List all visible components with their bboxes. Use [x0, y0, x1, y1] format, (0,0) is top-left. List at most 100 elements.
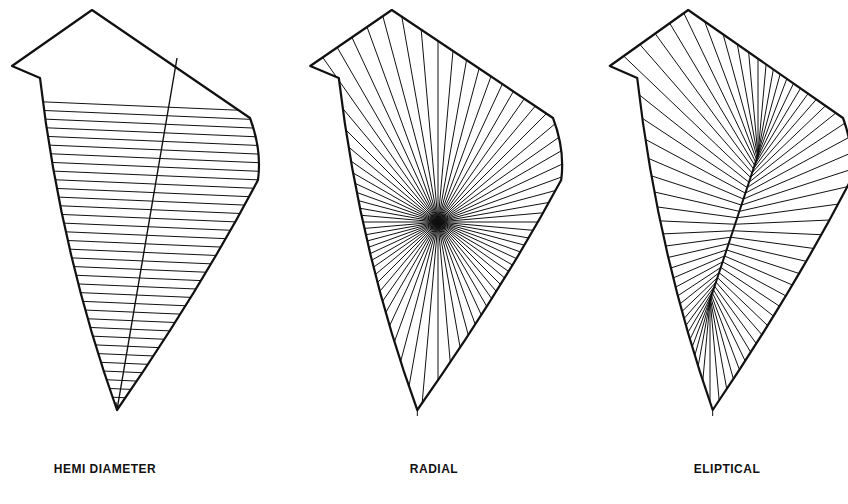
pattern-stroke [333, 231, 733, 249]
pattern-stroke [0, 349, 280, 361]
pattern-stroke [745, 4, 848, 194]
pattern-stroke [40, 187, 438, 222]
pattern-stroke [549, 0, 754, 165]
pattern-stroke [0, 315, 280, 327]
radial-figure [38, 0, 838, 504]
pattern-stroke [0, 229, 280, 241]
pattern-stroke [0, 392, 280, 404]
pattern-stroke [0, 177, 280, 189]
pattern-stroke [651, 0, 757, 158]
figure-label: RADIAL [408, 462, 460, 476]
pattern-stroke [0, 324, 280, 336]
pattern-stroke [438, 0, 721, 222]
pattern-stroke [438, 0, 766, 222]
pattern-stroke [155, 0, 438, 222]
pattern-stroke [0, 281, 280, 293]
pattern-stroke [181, 0, 438, 222]
pattern-stroke [357, 256, 725, 413]
pattern-stroke [438, 222, 695, 504]
pattern-stroke [438, 222, 607, 504]
pattern-stroke [0, 126, 280, 138]
pattern-stroke [0, 195, 280, 207]
pattern-stroke [52, 118, 438, 222]
pattern-stroke [479, 286, 714, 504]
pattern-stroke [461, 0, 750, 177]
pattern-stroke [438, 0, 607, 222]
pattern-stroke [436, 0, 749, 182]
pattern-stroke [0, 401, 280, 413]
pattern-stroke [756, 0, 848, 162]
pattern-stroke [0, 246, 280, 258]
pattern-stroke [349, 122, 739, 211]
pattern-stroke [438, 0, 667, 222]
pattern-stroke [376, 42, 744, 199]
pattern-stroke [758, 0, 829, 156]
pattern-stroke [438, 22, 784, 222]
pattern-stroke [0, 169, 280, 181]
pattern-stroke [0, 418, 280, 430]
pattern-stroke [403, 0, 438, 222]
pattern-stroke [0, 289, 280, 301]
pattern-stroke [752, 0, 848, 173]
pattern-stroke [438, 0, 638, 222]
pattern-stroke [0, 203, 280, 215]
pattern-stroke [710, 155, 758, 300]
pattern-stroke [339, 244, 729, 333]
pattern-stroke [413, 0, 747, 188]
pattern-stroke [756, 0, 848, 160]
pattern-stroke [0, 358, 280, 370]
pattern-stroke [0, 220, 280, 232]
pattern-stroke [438, 0, 575, 222]
pattern-stroke [62, 222, 438, 359]
pattern-stroke [438, 222, 836, 257]
pattern-stroke [38, 222, 438, 223]
pattern-stroke [438, 222, 721, 504]
pattern-stroke [727, 250, 848, 374]
pattern-stroke [729, 244, 848, 333]
pattern-stroke [438, 222, 814, 359]
pattern-stroke [0, 238, 280, 250]
pattern-stroke [0, 152, 280, 164]
pattern-stroke [269, 0, 438, 222]
pattern-stroke [747, 0, 848, 188]
pattern-stroke [757, 0, 848, 158]
pattern-stroke [737, 164, 848, 218]
pattern-stroke [132, 222, 438, 479]
pattern-stroke [301, 0, 438, 222]
pattern-stroke [334, 0, 438, 222]
pattern-stroke [0, 143, 280, 155]
pattern-stroke [117, 58, 177, 410]
figure-label: HEMI DIAMETER [52, 462, 159, 476]
pattern-stroke [387, 267, 721, 487]
pattern-stroke [44, 222, 438, 291]
pattern-stroke [721, 267, 848, 487]
pattern-stroke [0, 298, 280, 310]
pattern-stroke [438, 222, 638, 504]
pattern-stroke [758, 0, 759, 155]
pattern-stroke [92, 222, 438, 422]
pattern-stroke [725, 256, 848, 413]
pattern-stroke [0, 160, 280, 172]
pattern-stroke [361, 81, 741, 205]
pattern-stroke [209, 0, 438, 222]
pattern-stroke [62, 85, 438, 222]
pattern-stroke [341, 164, 737, 218]
pattern-stroke [0, 186, 280, 198]
figure-label: ELIPTICAL [692, 462, 763, 476]
pattern-stroke [0, 332, 280, 344]
pattern-stroke [0, 255, 280, 267]
pattern-stroke [753, 0, 848, 169]
pattern-stroke [334, 237, 730, 291]
pattern-stroke [417, 410, 418, 416]
pattern-stroke [52, 222, 438, 326]
pattern-stroke [571, 295, 712, 504]
pattern-stroke [712, 410, 713, 416]
pattern-stroke [438, 222, 667, 504]
pattern-stroke [370, 262, 722, 452]
pattern-stroke [132, 0, 438, 222]
pattern-stroke [0, 117, 280, 129]
hemi-diameter-figure [0, 10, 280, 430]
pattern-stroke [438, 187, 836, 222]
pattern-stroke [686, 0, 757, 156]
